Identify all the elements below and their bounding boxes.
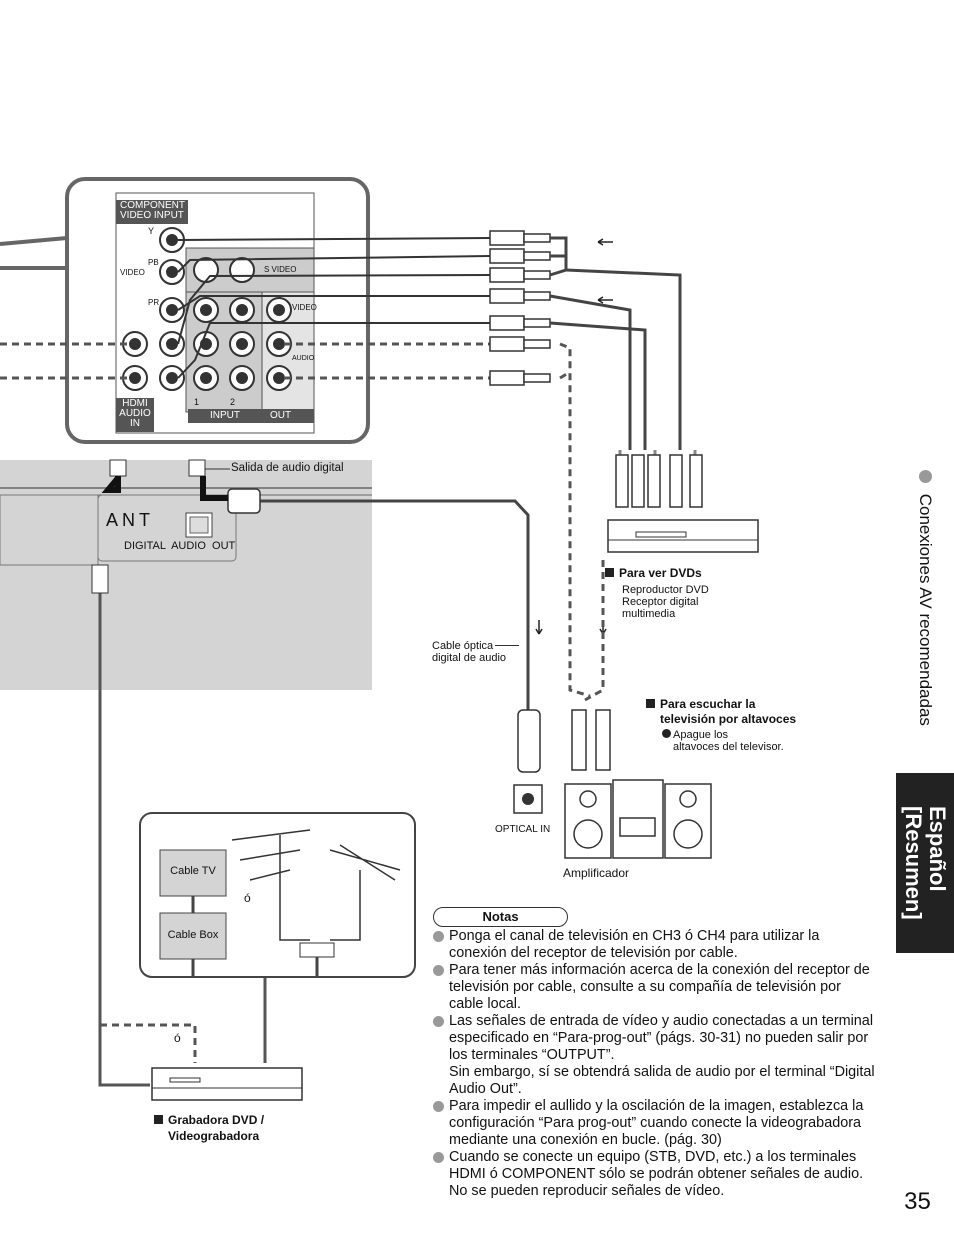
- note-text: Para tener más información acerca de la …: [449, 962, 870, 1012]
- pb-label: PB: [148, 258, 159, 267]
- note-text: Las señales de entrada de vídeo y audio …: [449, 1013, 874, 1063]
- bullet-icon: [433, 1152, 444, 1163]
- note-item: Cuando se conecte un equipo (STB, DVD, e…: [433, 1149, 878, 1200]
- cable-box-label: Cable Box: [167, 929, 219, 941]
- rca-plug-group: [489, 230, 551, 386]
- input-1-label: 1: [194, 397, 200, 407]
- note-text: Para impedir el aullido y la oscilación …: [449, 1098, 864, 1148]
- optical-cable-label: Cable óptica digital de audio: [432, 640, 520, 664]
- dvd-heading: Para ver DVDs: [605, 566, 702, 580]
- speakers-heading-line1: Para escuchar la: [660, 697, 756, 711]
- bullet-icon: [433, 965, 444, 976]
- antenna-icon: [231, 829, 401, 941]
- section-bullet-icon: [918, 470, 932, 483]
- digital-audio-out-label: DIGITAL AUDIO OUT: [124, 540, 236, 552]
- ant-label: ANT: [106, 510, 154, 530]
- pr-label: PR: [148, 298, 160, 307]
- tv-terminal-plate: [97, 494, 237, 562]
- component-label: COMPONENT VIDEO INPUT: [120, 201, 185, 221]
- note-text: Ponga el canal de televisión en CH3 ó CH…: [449, 928, 820, 961]
- svideo-label: S VIDEO: [264, 265, 297, 274]
- bullet-icon: [433, 1101, 444, 1112]
- page-number: 35: [904, 1188, 931, 1215]
- dvd-item: multimedia: [622, 608, 676, 620]
- amplifier-icon: [564, 779, 712, 859]
- component-label-line2: VIDEO INPUT: [120, 210, 184, 221]
- speakers-heading: Para escuchar la televisión por altavoce…: [646, 697, 796, 727]
- note-item: Ponga el canal de televisión en CH3 ó CH…: [433, 928, 878, 962]
- speakers-heading-line2: televisión por altavoces: [660, 712, 797, 726]
- hdmi-label-line2: AUDIO: [119, 408, 151, 419]
- input-2-label: 2: [230, 397, 236, 407]
- note-item-continuation: Sin embargo, sí se obtendrá salida de au…: [433, 1064, 878, 1098]
- section-label: Conexiones AV recomendadas: [910, 470, 940, 770]
- input-label: INPUT: [210, 410, 240, 421]
- dvd-recorder: [151, 1067, 303, 1101]
- or-label-2: ó: [174, 1031, 181, 1045]
- note-item: Las señales de entrada de vídeo y audio …: [433, 1013, 878, 1064]
- salida-audio-label: Salida de audio digital: [231, 462, 344, 474]
- component-label-line1: COMPONENT: [120, 200, 185, 211]
- language-tab: [896, 773, 954, 953]
- recorder-heading-line2: Videograbadora: [168, 1129, 260, 1143]
- optical-cable-label-line2: digital de audio: [432, 652, 507, 664]
- optical-cable-label-line1: Cable óptica: [432, 640, 494, 652]
- recorder-heading-line1: Grabadora DVD /: [168, 1113, 265, 1127]
- dvd-player: [607, 519, 759, 553]
- dvd-heading-text: Para ver DVDs: [619, 566, 702, 580]
- note-text: Cuando se conecte un equipo (STB, DVD, e…: [449, 1149, 864, 1199]
- notes-list: Ponga el canal de televisión en CH3 ó CH…: [433, 928, 878, 1200]
- cable-tv-label: Cable TV: [170, 865, 216, 877]
- language-tab-line2: [Resumen]: [901, 806, 926, 920]
- note-text: Sin embargo, sí se obtendrá salida de au…: [449, 1064, 875, 1097]
- speakers-note-line2: altavoces del televisor.: [673, 741, 784, 753]
- or-label-1: ó: [244, 891, 251, 905]
- note-item: Para tener más información acerca de la …: [433, 962, 878, 1013]
- audio-label: AUDIO: [292, 355, 315, 362]
- hdmi-label-line3: IN: [130, 418, 140, 429]
- section-label-text: Conexiones AV recomendadas: [916, 493, 935, 726]
- bullet-icon: [433, 931, 444, 942]
- language-tab-line1: Español: [925, 806, 950, 892]
- recorder-heading: Grabadora DVD / Videograbadora: [154, 1112, 264, 1144]
- dvd-items: Reproductor DVD Receptor digital multime…: [622, 584, 709, 620]
- dvd-item: Reproductor DVD: [622, 584, 709, 596]
- notes-badge: Notas: [433, 907, 568, 927]
- language-tab-text: Español[Resumen]: [896, 773, 954, 953]
- out-label: OUT: [270, 410, 292, 421]
- hdmi-label: HDMI AUDIO IN: [117, 399, 153, 429]
- dvd-item: Receptor digital: [622, 596, 699, 608]
- optical-in-label: OPTICAL IN: [495, 824, 551, 835]
- speakers-note: Apague los altavoces del televisor.: [662, 729, 784, 753]
- hdmi-label-line1: HDMI: [122, 398, 148, 409]
- video-label-2: VIDEO: [292, 303, 317, 312]
- speakers-note-line1: Apague los: [673, 729, 729, 741]
- y-label: Y: [148, 226, 155, 236]
- video-label: VIDEO: [120, 268, 145, 277]
- note-item: Para impedir el aullido y la oscilación …: [433, 1098, 878, 1149]
- bullet-icon: [433, 1016, 444, 1027]
- amplifier-label: Amplificador: [563, 866, 630, 880]
